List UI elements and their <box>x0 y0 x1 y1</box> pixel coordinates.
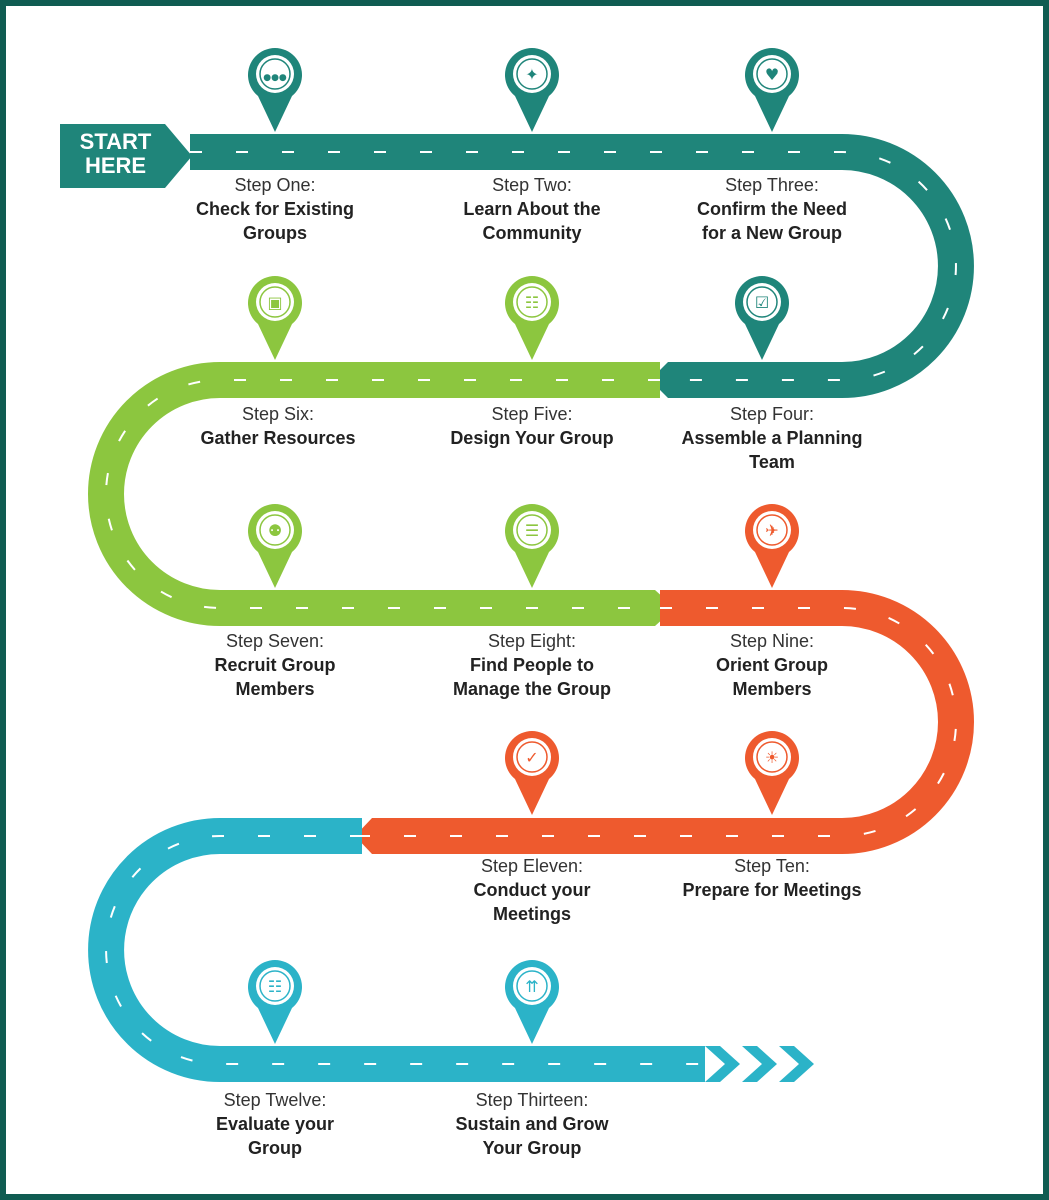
step-pin-7: ⚉ <box>248 504 302 588</box>
step-label: Step Eight: <box>487 631 577 651</box>
step-seven: Step Seven: Recruit Group Members <box>160 629 390 701</box>
step-title-line: Gather Resources <box>200 428 356 448</box>
step-title-line: Design Your Group <box>450 428 614 448</box>
step-label: Step Twelve: <box>223 1090 327 1110</box>
step-title-line: Groups <box>242 223 307 243</box>
step-label: Step Two: <box>492 175 572 195</box>
step-title-line: Conduct your <box>473 880 591 900</box>
step-pin-8: ☰ <box>505 504 560 588</box>
step-title-line: Members <box>732 679 812 699</box>
step-title-line: Community <box>482 223 582 243</box>
step-title-line: Evaluate your <box>215 1114 335 1134</box>
step-pin-12: ☷ <box>248 960 302 1044</box>
step-pin-3: ♥ <box>745 48 800 132</box>
start-here-label: START HERE <box>68 130 163 178</box>
growth-people-icon: ⇈ <box>525 977 538 996</box>
step-title-line: Members <box>235 679 315 699</box>
step-pin-5: ☷ <box>505 276 560 360</box>
step-label: Step Thirteen: <box>475 1090 589 1110</box>
step-six: Step Six: Gather Resources <box>163 402 393 450</box>
step-pin-2: ✦ <box>505 48 560 132</box>
step-title-line: Recruit Group <box>214 655 336 675</box>
step-eleven: Step Eleven: Conduct your Meetings <box>417 854 647 926</box>
step-five: Step Five: Design Your Group <box>417 402 647 450</box>
step-title-line: Manage the Group <box>452 679 611 699</box>
document-search-icon: ☷ <box>268 977 282 996</box>
step-title-line: Group <box>248 1138 302 1158</box>
people-group-icon: ●●● <box>263 73 287 83</box>
people-search-icon: ⚉ <box>268 521 282 540</box>
step-three: Step Three: Confirm the Need for a New G… <box>657 173 887 245</box>
step-nine: Step Nine: Orient Group Members <box>657 629 887 701</box>
step-pin-6: ▣ <box>248 276 302 360</box>
step-title-line: Confirm the Need <box>696 199 847 219</box>
start-label-line-2: HERE <box>84 153 147 178</box>
step-label: Step Seven: <box>225 631 325 651</box>
step-title-line: Team <box>749 452 795 472</box>
step-ten: Step Ten: Prepare for Meetings <box>657 854 887 902</box>
clipboard-check-icon: ☑ <box>755 293 769 312</box>
step-title-line: Check for Existing <box>195 199 355 219</box>
handshake-icon: ✦ <box>525 65 538 84</box>
hands-box-icon: ▣ <box>267 293 282 312</box>
step-label: Step Five: <box>491 404 573 424</box>
step-label: Step One: <box>234 175 316 195</box>
step-four: Step Four: Assemble a Planning Team <box>657 402 887 474</box>
step-title-line: Orient Group <box>716 655 828 675</box>
step-pin-11: ✓ <box>505 731 560 815</box>
meeting-table-icon: ☷ <box>525 293 539 312</box>
step-label: Step Four: <box>729 404 815 424</box>
idea-meeting-icon: ☀ <box>765 748 779 767</box>
step-eight: Step Eight: Find People to Manage the Gr… <box>417 629 647 701</box>
step-title-line: Prepare for Meetings <box>682 880 862 900</box>
start-label-line-1: START <box>79 129 152 154</box>
step-title-line: Sustain and Grow <box>455 1114 609 1134</box>
step-title-line: for a New Group <box>701 223 842 243</box>
step-title-line: Find People to <box>470 655 594 675</box>
step-title-line: Assemble a Planning <box>681 428 863 448</box>
step-label: Step Nine: <box>729 631 815 651</box>
step-two: Step Two: Learn About the Community <box>417 173 647 245</box>
step-label: Step Three: <box>725 175 819 195</box>
step-label: Step Six: <box>241 404 315 424</box>
step-title-line: Your Group <box>482 1138 582 1158</box>
step-pin-1: ●●● <box>248 48 302 133</box>
road-segment-cyan <box>88 818 814 1082</box>
step-twelve: Step Twelve: Evaluate your Group <box>160 1088 390 1160</box>
walking-person-icon: ✈ <box>765 521 778 540</box>
step-label: Step Ten: <box>734 856 810 876</box>
step-label: Step Eleven: <box>480 856 584 876</box>
step-thirteen: Step Thirteen: Sustain and Grow Your Gro… <box>417 1088 647 1160</box>
step-pin-9: ✈ <box>745 504 800 588</box>
org-chart-icon: ☰ <box>525 521 539 540</box>
step-pin-10: ☀ <box>745 731 800 815</box>
step-pin-13: ⇈ <box>505 960 560 1044</box>
start-sign <box>60 124 192 188</box>
step-one: Step One: Check for Existing Groups <box>160 173 390 245</box>
step-pin-4: ☑ <box>735 276 789 360</box>
check-circle-icon: ✓ <box>525 748 538 767</box>
step-title-line: Meetings <box>492 904 571 924</box>
heart-network-icon: ♥ <box>765 65 779 84</box>
step-title-line: Learn About the <box>463 199 601 219</box>
